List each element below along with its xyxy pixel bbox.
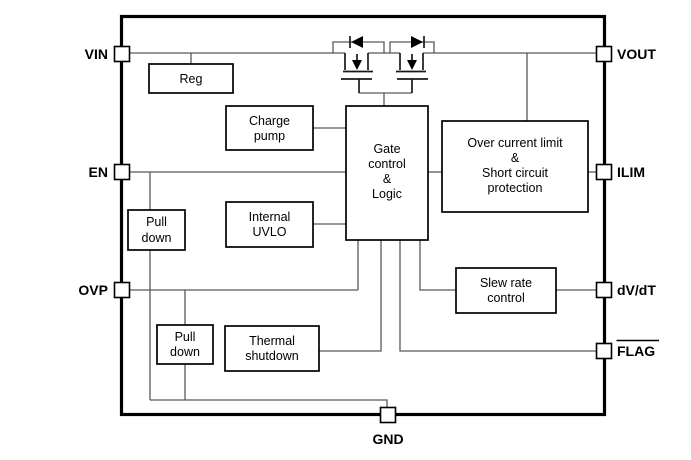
pin-vout [595, 45, 613, 63]
block-pull-down-ovp-label: down [170, 345, 200, 359]
mosfet-right-terminals [399, 53, 424, 70]
pass-fet-right [389, 36, 435, 93]
pin-ovp [113, 281, 131, 299]
mosfet-right-gate [397, 78, 428, 93]
block-over-current-label: Short circuit [482, 166, 549, 180]
pin-label-flag: FLAG [617, 343, 655, 359]
block-gate-control-label: Gate [373, 142, 400, 156]
pin-gnd [379, 406, 397, 424]
block-reg: Reg [148, 63, 234, 94]
block-gate-control-label: control [368, 157, 406, 171]
block-pull-down-en-label: Pull [146, 215, 167, 229]
wire-gatecontrol-to-slewrate [419, 240, 456, 291]
mosfet-left-gate [341, 78, 372, 93]
block-gate-control: Gate control & Logic [345, 105, 429, 241]
pin-ilim [595, 163, 613, 181]
block-over-current-label: Over current limit [467, 136, 563, 150]
pin-vin [113, 45, 131, 63]
block-internal-uvlo: Internal UVLO [225, 201, 314, 248]
pin-label-vout: VOUT [617, 46, 656, 62]
block-pull-down-ovp: Pull down [156, 324, 214, 365]
block-over-current-label: protection [488, 181, 543, 195]
pin-label-ilim: ILIM [617, 164, 645, 180]
wire-gatecontrol-to-flag [399, 240, 596, 352]
block-gate-control-label: & [383, 172, 392, 186]
block-gate-control-label: Logic [372, 187, 402, 201]
wire-ovp-line [130, 240, 359, 291]
pin-label-vin: VIN [85, 46, 108, 62]
block-thermal-shutdown-label: shutdown [245, 349, 299, 363]
block-over-current-label: & [511, 151, 520, 165]
body-diode-left-arrow-icon [351, 36, 363, 48]
block-thermal-shutdown: Thermal shutdown [224, 325, 320, 372]
block-charge-pump: Charge pump [225, 105, 314, 151]
pin-en [113, 163, 131, 181]
pass-fet-left [332, 36, 385, 93]
block-over-current-limit: Over current limit & Short circuit prote… [441, 120, 589, 213]
pin-label-gnd: GND [372, 431, 403, 447]
mosfet-left-arrowhead-icon [352, 60, 362, 70]
pin-labels: VIN EN OVP VOUT ILIM dV/dT FLAG GND [78, 46, 659, 447]
mosfet-left-terminals [344, 53, 369, 70]
wire-gate-bus [359, 92, 412, 106]
block-charge-pump-label: Charge [249, 114, 290, 128]
pin-dvdt [595, 281, 613, 299]
pin-label-dvdt: dV/dT [617, 282, 656, 298]
block-slew-rate-label: Slew rate [480, 276, 532, 290]
block-thermal-shutdown-label: Thermal [249, 334, 295, 348]
block-pull-down-ovp-label: Pull [175, 330, 196, 344]
wire-ground-bus [150, 399, 388, 408]
pin-label-en: EN [89, 164, 108, 180]
block-charge-pump-label: pump [254, 129, 285, 143]
pin-squares [113, 45, 613, 424]
block-pull-down-en: Pull down [127, 209, 186, 251]
pin-label-ovp: OVP [78, 282, 108, 298]
mosfet-right-arrowhead-icon [407, 60, 417, 70]
block-pull-down-en-label: down [142, 231, 172, 245]
chip-outline [119, 14, 607, 417]
block-slew-rate-control: Slew rate control [455, 267, 557, 314]
block-internal-uvlo-label: UVLO [252, 225, 286, 239]
wire-thermal-to-gatecontrol [319, 240, 382, 352]
body-diode-right-arrow-icon [411, 36, 423, 48]
block-internal-uvlo-label: Internal [249, 210, 291, 224]
block-reg-label: Reg [180, 72, 203, 86]
block-slew-rate-label: control [487, 291, 525, 305]
pin-flag [595, 342, 613, 360]
